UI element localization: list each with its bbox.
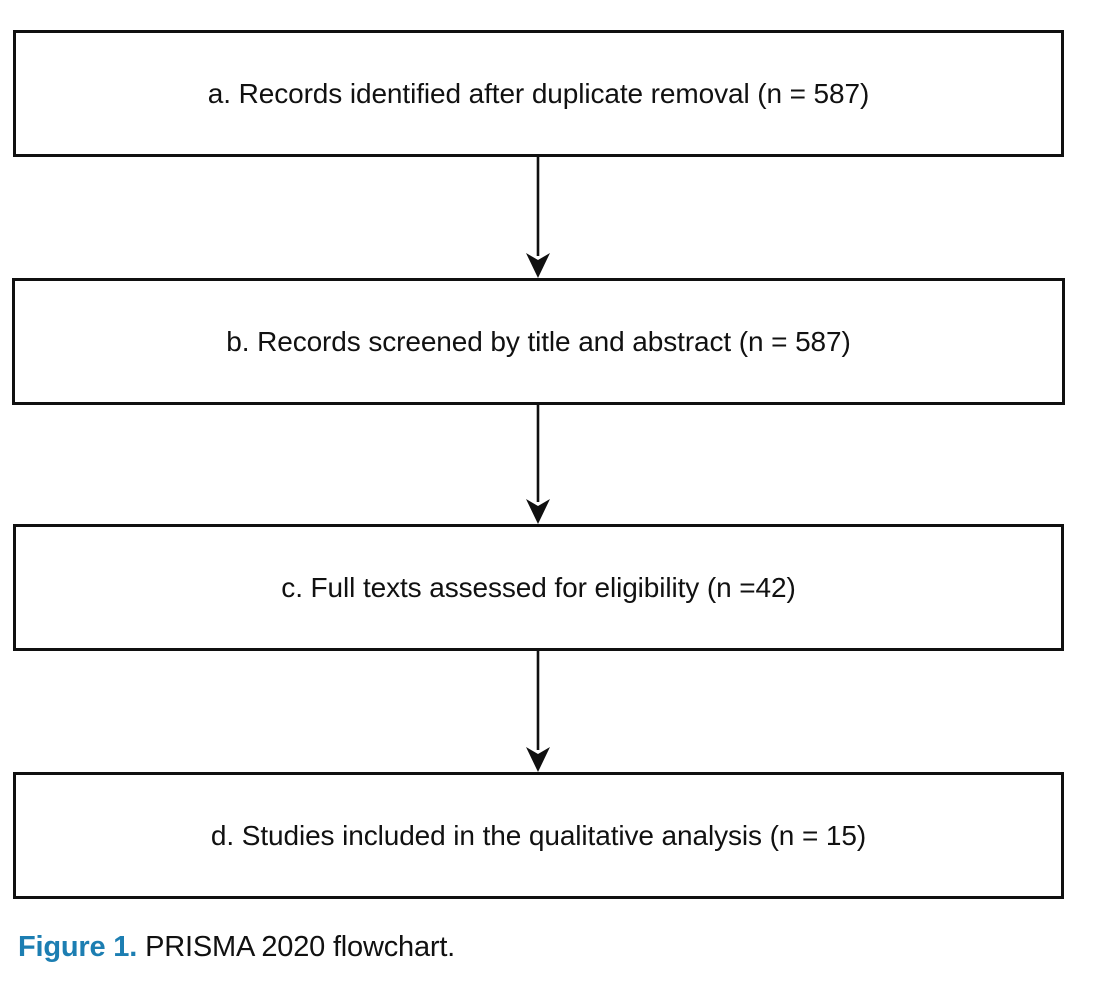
flow-box-studies-included: d. Studies included in the qualitative a… (13, 772, 1064, 899)
flow-box-label-d: d. Studies included in the qualitative a… (210, 819, 867, 851)
figure-caption: Figure 1. PRISMA 2020 flowchart. (18, 928, 1078, 967)
figure-caption-label: Figure 1. (18, 931, 138, 963)
flow-box-records-identified: a. Records identified after duplicate re… (13, 30, 1064, 157)
flow-box-label-a: a. Records identified after duplicate re… (207, 77, 870, 109)
flow-box-full-texts-assessed: c. Full texts assessed for eligibility (… (13, 524, 1064, 651)
flow-box-label-c: c. Full texts assessed for eligibility (… (281, 571, 796, 603)
flow-box-records-screened: b. Records screened by title and abstrac… (12, 278, 1065, 405)
arrow-a-to-b (520, 157, 556, 278)
flow-box-label-b: b. Records screened by title and abstrac… (226, 325, 851, 357)
arrow-c-to-d (520, 651, 556, 772)
arrow-b-to-c (520, 404, 556, 524)
figure-caption-text: PRISMA 2020 flowchart. (145, 931, 456, 963)
